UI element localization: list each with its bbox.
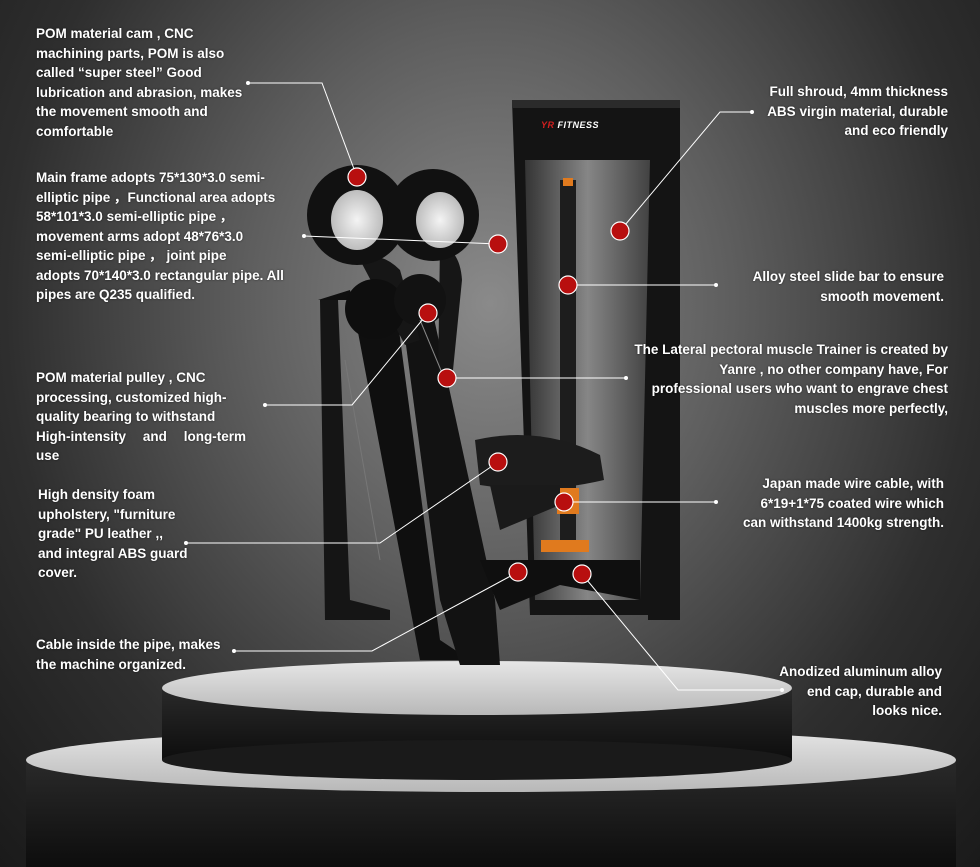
hotspot-shroud [610, 221, 630, 241]
callout-foam: High density foam upholstery, "furniture… [38, 487, 188, 580]
leader-pom-pulley [265, 312, 429, 406]
hotspot-cable-inside [508, 562, 528, 582]
leader-cable-inside [234, 571, 519, 652]
hotspot-slide-bar [558, 275, 578, 295]
endpoint-marker [780, 688, 784, 692]
endpoint-marker [624, 376, 628, 380]
callout-slide-bar: Alloy steel slide bar to ensure smooth m… [752, 269, 944, 304]
leader-pom-cam [248, 82, 358, 178]
callout-wire-cable: Japan made wire cable, with 6*19+1*75 co… [742, 476, 944, 530]
hotspot-pom-pulley [418, 303, 438, 323]
callout-main-frame: Main frame adopts 75*130*3.0 semi- ellip… [36, 170, 284, 302]
endpoint-marker [246, 81, 250, 85]
callout-pom-cam: POM material cam , CNC machining parts, … [36, 26, 243, 139]
endpoint-marker [302, 234, 306, 238]
hotspot-lateral [437, 368, 457, 388]
leader-foam [186, 461, 499, 544]
callout-cable-inside: Cable inside the pipe, makes the machine… [36, 637, 221, 672]
hotspot-pom-cam [347, 167, 367, 187]
leader-end-cap [581, 573, 782, 691]
leader-main-frame [303, 235, 499, 245]
endpoint-marker [184, 541, 188, 545]
endpoint-marker [750, 110, 754, 114]
endpoint-marker [714, 500, 718, 504]
endpoint-marker [714, 283, 718, 287]
callout-pom-pulley: POM material pulley , CNC processing, cu… [36, 370, 246, 463]
endpoint-marker [232, 649, 236, 653]
callout-end-cap: Anodized aluminum alloy end cap, durable… [779, 664, 942, 718]
endpoint-marker [263, 403, 267, 407]
hotspot-wire-cable [554, 492, 574, 512]
callout-shroud: Full shroud, 4mm thickness ABS virgin ma… [767, 84, 948, 138]
hotspot-foam [488, 452, 508, 472]
hotspot-end-cap [572, 564, 592, 584]
leader-shroud [619, 111, 752, 232]
callout-lateral: The Lateral pectoral muscle Trainer is c… [634, 342, 948, 416]
hotspot-main-frame [488, 234, 508, 254]
brand-logo: YR FITNESS [541, 120, 600, 130]
